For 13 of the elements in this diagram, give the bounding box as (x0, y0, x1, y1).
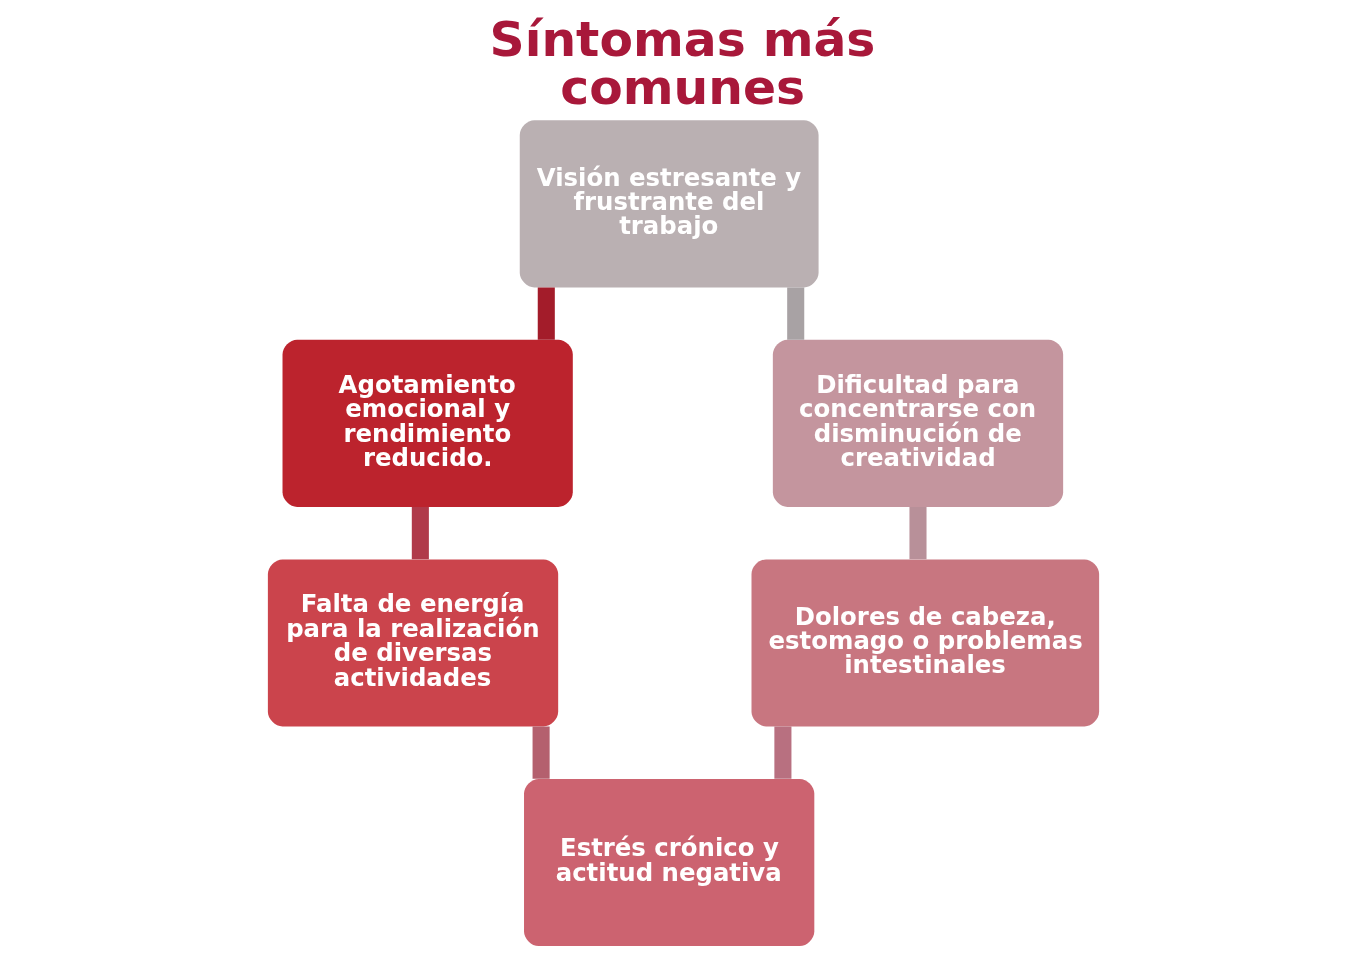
connector (773, 726, 791, 779)
node-box: Dificultad para concentrarse con disminución de creatividad (772, 339, 1063, 507)
connector (786, 287, 804, 340)
node-box: Agotamiento emocional y rendimiento reducido. (282, 339, 573, 507)
node-box: Falta de energía para la realización de diversas actividades (267, 559, 558, 727)
connector (411, 507, 429, 560)
connector (908, 507, 927, 560)
connector (532, 726, 550, 779)
node-box: Estrés crónico y actitud negativa (523, 778, 814, 947)
node-box: Visión estresante y frustrante del trabajo (519, 120, 819, 288)
diagram-title: Síntomas más comunes (489, 10, 875, 117)
node-box: Dolores de cabeza, estomago o problemas intestinales (751, 559, 1099, 727)
connector (537, 287, 555, 340)
